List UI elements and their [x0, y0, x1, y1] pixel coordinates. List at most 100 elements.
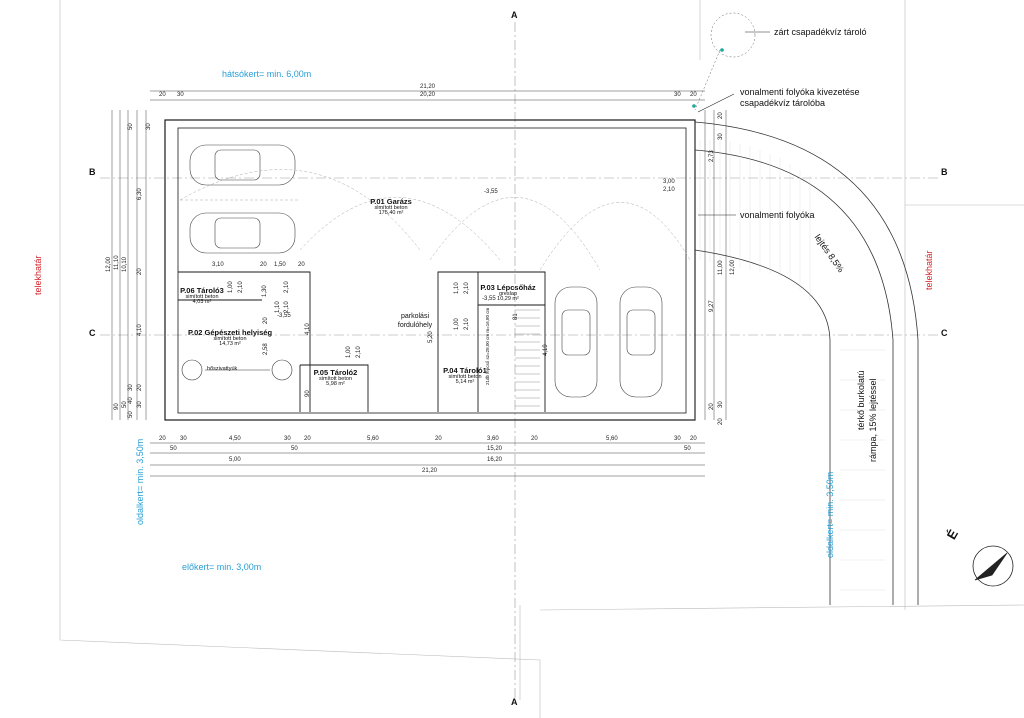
axis-label-b-right: B — [941, 167, 948, 177]
dim-text: 20 — [298, 262, 305, 268]
dim-text: 90 — [114, 403, 120, 410]
dim-text: 21,20 — [420, 84, 436, 90]
room-finish: simított beton — [213, 335, 247, 342]
dim-text: 20 — [531, 436, 538, 442]
dim-text: 50 — [128, 411, 134, 418]
dim-text: 40 — [128, 397, 134, 404]
axis-label-b-left: B — [89, 167, 96, 177]
stairs-label: 21db lépcső sz=28,00 cm m=16,80 cm — [485, 307, 490, 385]
boundary-left-label: telekhatár — [33, 255, 43, 295]
dim-text: 50 — [684, 446, 691, 452]
room-area: 10,29 m² — [497, 296, 519, 302]
dim-text: 4,10 — [137, 324, 143, 336]
dim-text: 20 — [159, 436, 166, 442]
room-area: 5,14 m² — [455, 379, 475, 385]
turning-arcs — [179, 169, 691, 271]
room-finish: greslap — [498, 290, 518, 297]
dim-text: 5,20 — [428, 331, 434, 343]
leader-lines — [697, 31, 770, 216]
dim-text: 81 — [513, 313, 519, 320]
dim-text: 1,50 — [274, 262, 286, 268]
dim-text: 30 — [674, 436, 681, 442]
dim-text: 2,10 — [284, 301, 290, 313]
room-p01-garazs: P.01 Garázs simított beton 175,40 m² — [356, 198, 426, 217]
dim-text: 4,50 — [229, 436, 241, 442]
stair-treads — [515, 309, 540, 407]
dim-text: 12,00 — [106, 256, 112, 272]
ramp-outline — [694, 121, 919, 605]
gutter-outlet-label-2: csapadékvíz tárolóba — [740, 98, 826, 108]
site-boundary — [59, 0, 1024, 718]
room-finish: simított beton — [318, 375, 353, 382]
dim-text: 2,73 — [709, 150, 715, 162]
dim-text: 20 — [260, 262, 267, 268]
dim-text: 5,60 — [367, 436, 379, 442]
dim-text: 5,60 — [606, 436, 618, 442]
dim-text: 3,60 — [487, 436, 499, 442]
dim-text: 15,20 — [487, 446, 503, 452]
dimension-lines-left — [111, 110, 147, 420]
room-finish: simított beton — [448, 373, 482, 380]
dim-text: 11,00 — [718, 260, 724, 275]
axis-label-a-bottom: A — [511, 697, 518, 707]
dim-text: 5,00 — [229, 457, 241, 463]
rainwater-tank-label: zárt csapadékvíz tároló — [774, 27, 867, 37]
dim-text: 16,20 — [487, 457, 503, 463]
gutter-label: vonalmenti folyóka — [740, 210, 815, 220]
dim-text: 50 — [170, 446, 177, 452]
boundary-right-label: telekhatár — [924, 250, 934, 290]
dim-text: 2,10 — [464, 318, 470, 330]
axis-lines — [100, 22, 940, 698]
dim-text: 20 — [159, 92, 166, 98]
front-setback-label: előkert= min. 3,00m — [182, 562, 262, 572]
dim-text: 20,20 — [420, 92, 436, 98]
dimension-lines-right — [704, 110, 727, 420]
room-p05-tarolo2: P.05 Tároló2 simított beton 5,98 m² — [308, 369, 363, 388]
dim-text: 4,10 — [305, 323, 311, 335]
building-walls — [164, 119, 696, 421]
room-area: 14,73 m² — [219, 341, 241, 347]
dim-text: 20 — [137, 268, 143, 275]
dim-text: 20 — [690, 436, 697, 442]
axis-label-c-right: C — [941, 328, 948, 338]
parking-turn-label: parkolási fordulóhely — [397, 313, 433, 330]
dim-text: 30 — [177, 92, 184, 98]
side-setback-left-label: oldalkert= min. 3,50m — [135, 438, 145, 525]
dim-text: 30 — [128, 384, 134, 391]
rear-setback-label: hátsókert= min. 6,00m — [222, 69, 312, 79]
dim-text: 2,10 — [663, 187, 675, 193]
dim-text: 10,10 — [122, 256, 128, 272]
room-area: 4,03 m² — [192, 299, 212, 305]
dim-text: 4,19 — [543, 344, 549, 356]
dim-text: 2,10 — [356, 346, 362, 358]
room-name: P.03 Lépcsőház — [480, 283, 536, 292]
dim-text: 1,00 — [454, 318, 460, 330]
dim-text: 50 — [291, 446, 298, 452]
room-area: 175,40 m² — [378, 210, 404, 216]
dimension-lines-bottom — [150, 442, 705, 477]
dim-text: 20 — [263, 317, 269, 324]
dim-text: 3,10 — [212, 262, 224, 268]
room-p04-tarolo1: P.04 Tároló1 simított beton 5,14 m² — [440, 367, 490, 386]
dim-text: 30 — [284, 436, 291, 442]
room-p06-tarolo3: P.06 Tároló3 simított beton 4,03 m² — [178, 287, 226, 306]
dim-text: 11,10 — [114, 255, 120, 270]
dim-text: 20 — [718, 112, 724, 119]
level-lepcso: -3,55 — [482, 296, 496, 302]
dim-text: 30 — [180, 436, 187, 442]
rainwater-tank — [694, 12, 756, 111]
outlet-marker — [692, 104, 696, 108]
dim-text: 30 — [146, 123, 152, 130]
dim-text: 90 — [305, 390, 311, 397]
gutter-outlet-label-1: vonalmenti folyóka kivezetése — [740, 87, 860, 97]
tank-marker — [720, 48, 724, 52]
dim-text: 30 — [137, 401, 143, 408]
room-name: P.01 Garázs — [370, 197, 412, 206]
dim-text: 2,10 — [284, 281, 290, 293]
dim-text: 20 — [718, 418, 724, 425]
dim-text: 30 — [718, 401, 724, 408]
dim-text: 6,30 — [137, 188, 143, 200]
room-name: P.02 Gépészeti helyiség — [187, 328, 273, 337]
room-p03-lepcsohaz: P.03 Lépcsőház greslap 10,29 m² — [476, 284, 540, 303]
